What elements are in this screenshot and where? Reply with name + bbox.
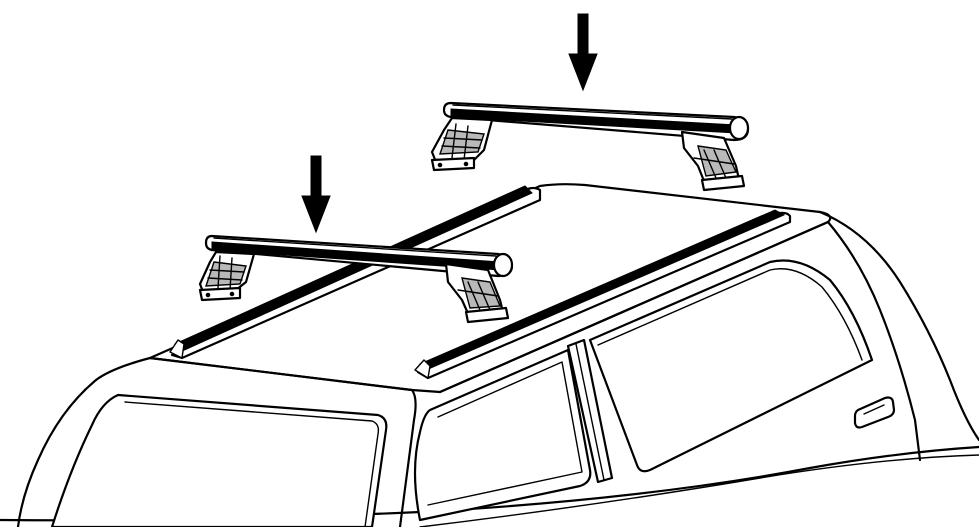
- window-pillar-line: [575, 343, 605, 481]
- door-handle-slot: [863, 404, 885, 415]
- crossbar-rear: [198, 155, 514, 324]
- crossbar-rear-bar-highlight: [213, 237, 497, 257]
- body-outline-top: [16, 356, 152, 527]
- down-arrow-icon: [301, 155, 331, 234]
- crossbar-front-bar-highlight: [452, 104, 733, 120]
- roof-crease: [148, 356, 417, 527]
- crossbar-rear-end-cap: [492, 252, 514, 278]
- crossbar-rear-right-foot: [444, 262, 510, 324]
- crossbar-rear-left-foot: [198, 250, 256, 302]
- side-window-rear: [413, 348, 592, 522]
- rear-window-inner: [124, 401, 380, 527]
- body-front-curve: [818, 210, 979, 442]
- body-bottom-line-inner: [419, 454, 979, 527]
- side-upper-line: [438, 220, 830, 394]
- crossbar-front-end-cap: [728, 115, 750, 141]
- crossbar-front: [430, 13, 750, 192]
- down-arrow-icon: [568, 13, 598, 92]
- door-handle: [853, 396, 896, 429]
- side-window-front: [588, 259, 874, 473]
- cap-front-edge: [826, 220, 922, 462]
- left-rail-end: [169, 339, 185, 359]
- vehicle-windows: [50, 259, 896, 527]
- rear-window: [50, 393, 388, 527]
- roof-rails: [169, 185, 792, 380]
- side-window-rear-inner: [427, 361, 583, 506]
- right-rail-end: [414, 359, 431, 379]
- crossbar-front-left-foot: [430, 116, 494, 172]
- side-window-front-inner: [597, 268, 863, 361]
- crossbar-front-right-foot: [680, 130, 746, 192]
